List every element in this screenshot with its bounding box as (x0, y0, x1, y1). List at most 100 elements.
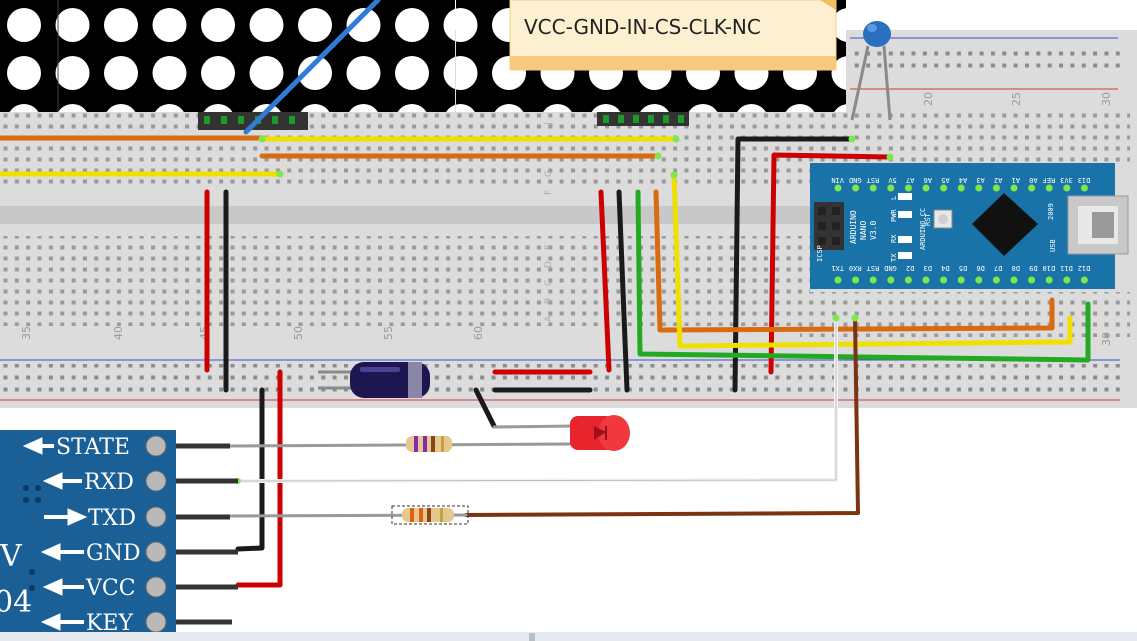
pin-label-bottom-rst: RST (866, 264, 879, 272)
pin-label-top-d13: D13 (1078, 176, 1091, 184)
row-letter-c: C (544, 280, 554, 286)
bt-pin-txd: TXD (88, 506, 136, 531)
col-number-30: 30 (1100, 92, 1113, 106)
row-letter-a: A (544, 315, 554, 322)
pin-hole-top[interactable] (975, 184, 983, 192)
pin-hole-bottom[interactable] (992, 276, 1000, 284)
bt-vias (23, 485, 41, 591)
horizontal-scrollbar[interactable] (0, 632, 1137, 641)
bt-board (0, 430, 176, 641)
pin-hole-bottom[interactable] (869, 276, 877, 284)
pin-hole-top[interactable] (1028, 184, 1036, 192)
ceramic-capacitor[interactable] (850, 21, 892, 121)
pin-label-top-gnd: GND (849, 176, 862, 184)
pin-hole-bottom[interactable] (904, 276, 912, 284)
electrolytic-capacitor[interactable] (318, 362, 430, 398)
arduino-usb: USB (1049, 239, 1057, 252)
led-leg (492, 424, 576, 429)
bt-side-text-1: V (0, 539, 23, 574)
note-label[interactable]: VCC-GND-IN-CS-CLK-NC (509, 0, 837, 71)
arduino-year: 2009 (1047, 203, 1055, 220)
resistor-1[interactable] (406, 436, 452, 452)
pin-hole-bottom[interactable] (922, 276, 930, 284)
bt-pin-legs (176, 443, 238, 625)
bt-pin-pads (145, 435, 167, 633)
pin-hole-top[interactable] (957, 184, 965, 192)
pin-label-top-3v3: 3V3 (1060, 176, 1073, 184)
pin-hole-top[interactable] (940, 184, 948, 192)
pin-label-bottom-d6: D6 (976, 264, 984, 272)
pin-label-bottom-d9: D9 (1029, 264, 1037, 272)
resistor-1-legs (228, 442, 572, 448)
wire-yellow-arduino[interactable] (671, 172, 1073, 349)
wire-red-bt-vcc[interactable] (235, 369, 283, 588)
resistor-2[interactable] (391, 505, 469, 525)
pin-label-top-a7: A7 (906, 176, 914, 184)
col-number-60: 60 (472, 326, 485, 340)
pin-label-bottom-gnd: GND (884, 264, 897, 272)
row-letter-g: G (544, 170, 554, 177)
arduino-nano[interactable]: ARDUINO NANO V3.0 ARDUINO.CC 2009 ICSP U… (810, 163, 1129, 289)
led-label-l: L (890, 196, 898, 200)
pin-hole-top[interactable] (1010, 184, 1018, 192)
pin-hole-bottom[interactable] (1010, 276, 1018, 284)
pin-label-bottom-tx1: TX1 (831, 264, 844, 272)
pin-hole-top[interactable] (834, 184, 842, 192)
wire-red-vertical-2[interactable] (598, 189, 612, 373)
pin-label-bottom-d10: D10 (1043, 264, 1056, 272)
arduino-name-3: V3.0 (869, 221, 878, 240)
pin-hole-bottom[interactable] (975, 276, 983, 284)
pin-label-bottom-d12: D12 (1078, 264, 1091, 272)
matrix-right-header (597, 112, 689, 126)
pin-hole-bottom[interactable] (1080, 276, 1088, 284)
pin-hole-bottom[interactable] (957, 276, 965, 284)
wire-black-bt-gnd[interactable] (235, 387, 265, 552)
top-power-rail-holes (850, 44, 1120, 74)
row-letter-d: D (544, 261, 554, 268)
wire-green[interactable] (635, 189, 1091, 363)
bluetooth-module[interactable]: STATE RXD TXD GND VCC KEY V 04 (0, 430, 238, 641)
bt-side-text-2: 04 (0, 585, 32, 620)
led-matrix-left[interactable] (0, 0, 455, 130)
pin-hole-top[interactable] (852, 184, 860, 192)
pin-hole-bottom[interactable] (1045, 276, 1053, 284)
scrollbar-thumb[interactable] (529, 633, 535, 641)
pin-hole-top[interactable] (869, 184, 877, 192)
wire-red-long[interactable] (768, 152, 893, 375)
wire-blue[interactable] (243, 0, 381, 135)
col-number-25: 25 (1010, 92, 1023, 106)
pin-hole-top[interactable] (887, 184, 895, 192)
wire-black-long[interactable] (732, 136, 855, 393)
pin-hole-bottom[interactable] (1063, 276, 1071, 284)
pin-hole-top[interactable] (904, 184, 912, 192)
wire-white-outline (237, 317, 837, 482)
pin-hole-top[interactable] (1080, 184, 1088, 192)
pin-hole-bottom[interactable] (834, 276, 842, 284)
wire-black-diagonal[interactable] (473, 387, 497, 429)
pin-label-top-a0: A0 (1029, 176, 1037, 184)
pin-hole-bottom[interactable] (852, 276, 860, 284)
wire-brown[interactable] (464, 316, 860, 517)
pin-label-top-vin: VIN (831, 176, 844, 184)
bt-pin-rxd: RXD (84, 470, 134, 495)
pin-hole-top[interactable] (1045, 184, 1053, 192)
note-text: VCC-GND-IN-CS-CLK-NC (524, 15, 761, 39)
pin-label-bottom-d11: D11 (1060, 264, 1073, 272)
pin-hole-top[interactable] (922, 184, 930, 192)
arduino-rst: RST (924, 213, 932, 226)
arduino-board (810, 163, 1115, 289)
red-led[interactable] (570, 415, 630, 451)
pin-hole-top[interactable] (1063, 184, 1071, 192)
pin-hole-bottom[interactable] (887, 276, 895, 284)
led-label-tx: TX (890, 253, 898, 262)
wire-black-vertical-2[interactable] (616, 189, 630, 393)
connection-highlights (235, 135, 894, 484)
pin-hole-bottom[interactable] (1028, 276, 1036, 284)
arduino-brand: ARDUINO.CC (919, 208, 927, 250)
col-number-20: 20 (922, 92, 935, 106)
pin-hole-top[interactable] (992, 184, 1000, 192)
arduino-name-1: ARDUINO (849, 210, 858, 244)
pin-hole-bottom[interactable] (940, 276, 948, 284)
